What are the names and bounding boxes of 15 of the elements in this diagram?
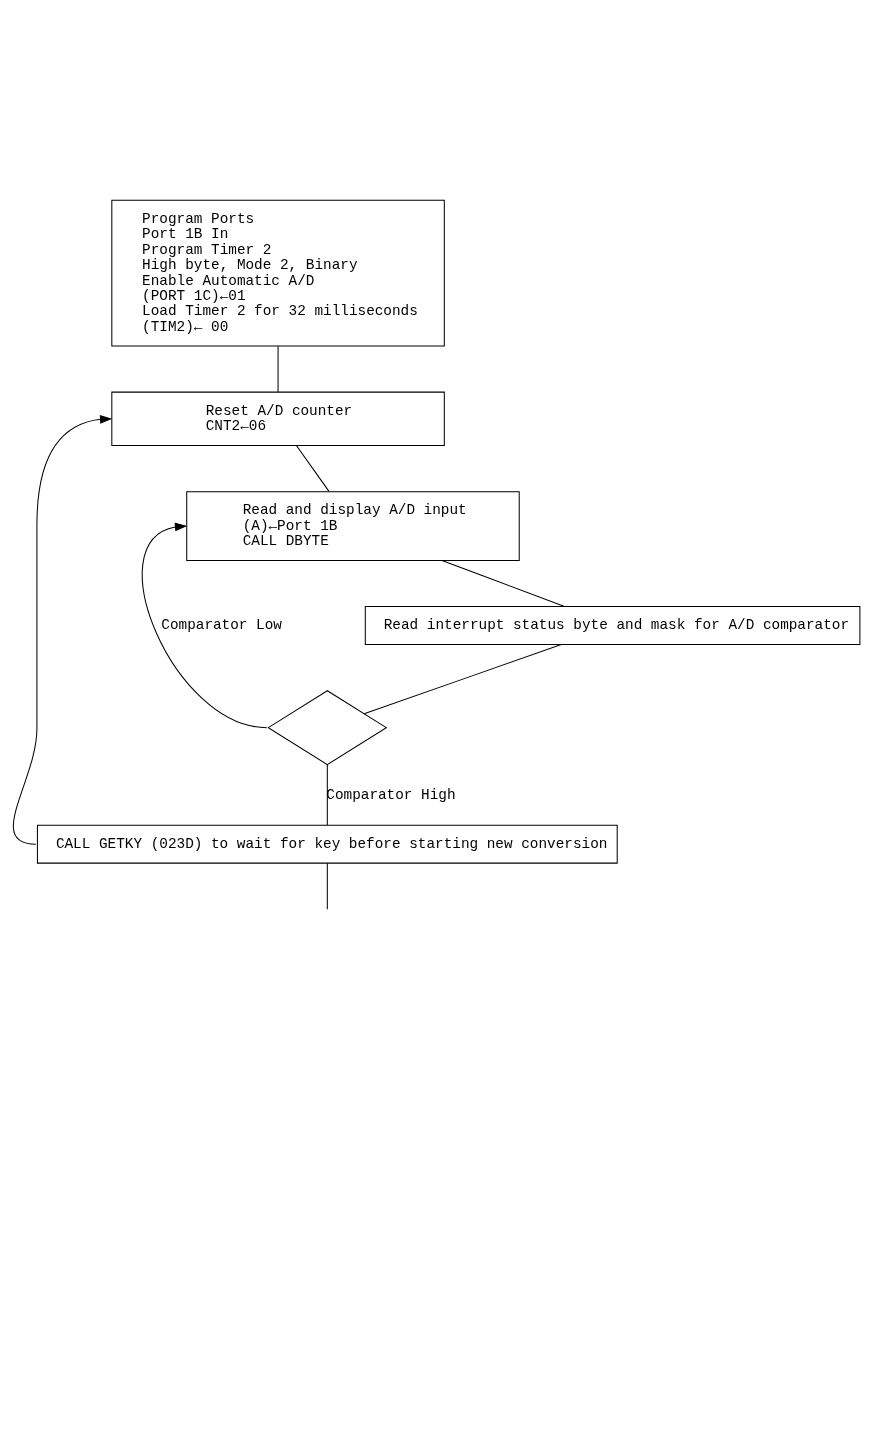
node-box: Read interrupt status byte and mask for A/D comparator — [364, 606, 860, 646]
node-box: Program Ports Port 1B In Program Timer 2 High byte, Mode 2, Binary Enable Automatic A/D (PORT 1C)←01 Load Timer 2 for 32 milliseconds (TIM2)← 00 — [110, 199, 445, 347]
node-diamond — [266, 690, 387, 766]
node-box: CALL GETKY (023D) to wait for key before starting new conversion — [36, 824, 618, 864]
connector — [277, 345, 279, 393]
connector — [363, 644, 562, 715]
connector — [326, 764, 328, 826]
connector — [326, 862, 328, 910]
connector — [440, 559, 565, 607]
node-box: Read and display A/D input (A)←Port 1B CALL DBYTE — [185, 491, 520, 561]
arrow — [12, 415, 112, 845]
node-box: Reset A/D counter CNT2←06 — [110, 391, 445, 446]
arrow — [141, 522, 267, 729]
connector — [295, 445, 330, 493]
edge-label: Comparator Low — [160, 617, 282, 634]
